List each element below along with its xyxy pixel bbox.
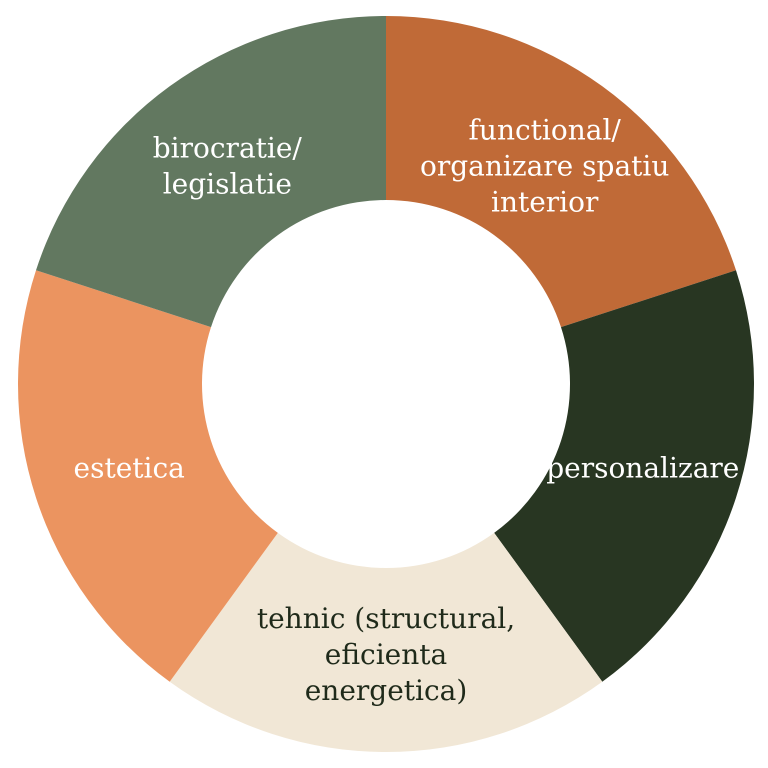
donut-slice-1 <box>494 270 754 682</box>
donut-slice-2 <box>169 532 603 753</box>
slice-label-1: personalizare <box>546 451 739 484</box>
slice-label-line: estetica <box>74 451 185 484</box>
slice-label-line: energetica) <box>305 674 468 707</box>
slice-label-line: personalizare <box>546 451 739 484</box>
slice-label-line: functional/ <box>469 114 622 147</box>
slice-label-3: estetica <box>74 451 185 484</box>
slice-label-line: organizare spatiu <box>420 150 669 183</box>
slice-label-line: eficienta <box>325 638 447 671</box>
donut-slice-3 <box>17 270 278 682</box>
donut-slice-4 <box>36 16 387 328</box>
donut-slice-0 <box>386 16 736 328</box>
slice-label-line: tehnic (structural, <box>257 602 515 635</box>
slice-label-line: legislatie <box>163 168 292 201</box>
slice-label-line: birocratie/ <box>153 132 303 165</box>
slices-layer <box>17 16 754 753</box>
slice-label-4: birocratie/legislatie <box>153 132 303 201</box>
slice-label-line: interior <box>491 186 599 219</box>
